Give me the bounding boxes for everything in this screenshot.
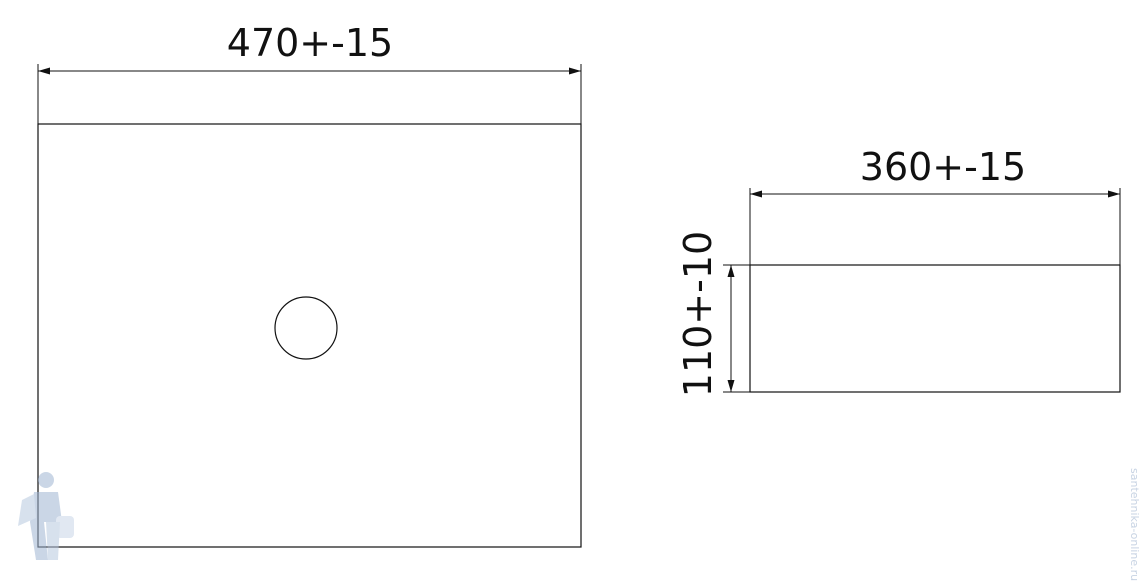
arrowhead-right [569, 67, 581, 75]
arrowhead-left [750, 190, 762, 198]
top-width-dimension: 470+-15 [37, 21, 582, 124]
basin-top-outline [37, 123, 582, 548]
arrowhead-left [38, 67, 50, 75]
drain-hole [274, 296, 338, 360]
top-view: 470+-15 [37, 21, 582, 548]
svg-text:santehnika-online.ru: santehnika-online.ru [1128, 468, 1141, 581]
arrowhead-top [727, 265, 735, 277]
top-width-label: 470+-15 [227, 21, 393, 65]
arrowhead-right [1108, 190, 1120, 198]
arrowhead-bottom [727, 380, 735, 392]
side-width-dimension: 360+-15 [749, 145, 1121, 265]
side-height-label: 110+-10 [676, 231, 720, 397]
side-width-label: 360+-15 [860, 145, 1026, 189]
side-view: 360+-15 110+-10 [676, 145, 1121, 397]
basin-side-outline [749, 264, 1121, 393]
plumber-logo [18, 472, 74, 560]
side-height-dimension: 110+-10 [676, 231, 750, 397]
site-watermark: santehnika-online.ru [1128, 468, 1141, 581]
